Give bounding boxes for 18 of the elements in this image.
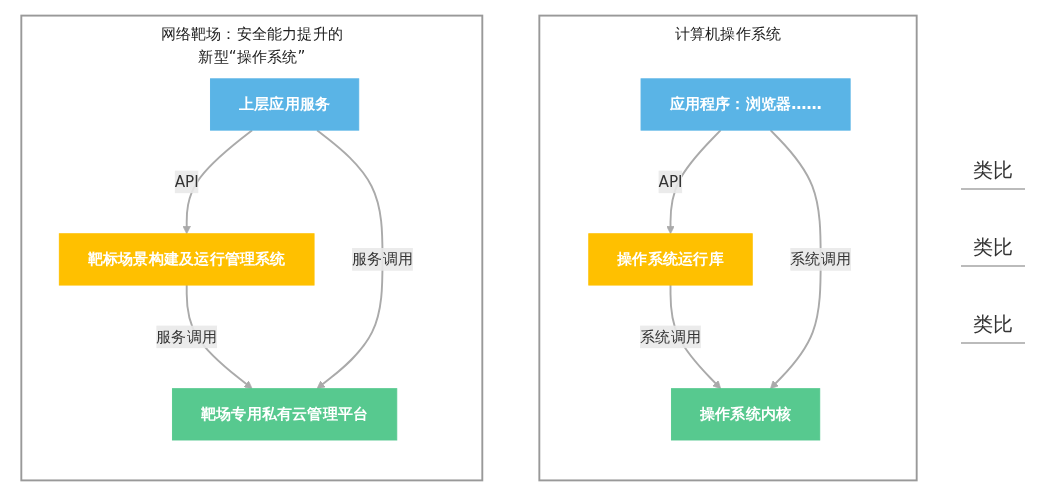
node-box: 靶标场景构建及运行管理系统 xyxy=(58,233,315,286)
node-box: 靶场专用私有云管理平台 xyxy=(171,388,398,441)
arrow xyxy=(316,129,384,390)
edge-label: 服务调用 xyxy=(352,249,413,268)
arrow xyxy=(182,129,254,235)
node-box: 上层应用服务 xyxy=(210,78,360,131)
edge-label: API xyxy=(174,172,199,191)
edge-label: 系统调用 xyxy=(790,249,852,268)
edge-label: API xyxy=(658,172,683,191)
node-box: 操作系统运行库 xyxy=(588,233,753,286)
edge-label: 服务调用 xyxy=(156,327,218,346)
node-box: 应用程序：浏览器…… xyxy=(640,78,851,131)
edge-label: 系统调用 xyxy=(640,327,701,346)
node-box: 操作系统内核 xyxy=(671,388,821,441)
analogy-label: 类比 xyxy=(961,306,1025,344)
analogy-label: 类比 xyxy=(961,152,1025,190)
arrow xyxy=(769,129,822,390)
analogy-label: 类比 xyxy=(961,229,1025,267)
